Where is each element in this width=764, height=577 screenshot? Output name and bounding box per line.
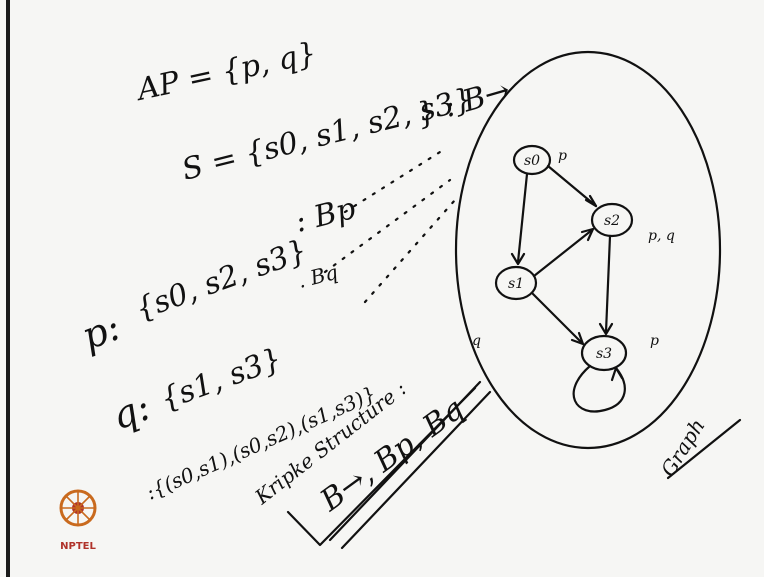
- graph-node-s0: s0: [512, 144, 552, 176]
- p-label: p:: [76, 304, 126, 358]
- pointer-line-2: [340, 390, 492, 550]
- graph-node-s2: s2: [590, 202, 634, 238]
- dotted-connector-3: [363, 198, 457, 304]
- label-s1-q: q: [472, 333, 481, 349]
- self-loop-s3: [572, 364, 626, 413]
- graph-caption: Graph: [656, 414, 710, 480]
- arrowhead-s3-loop: [610, 366, 624, 382]
- svg-text:s2: s2: [604, 213, 620, 229]
- label-s3-p: p: [650, 333, 659, 349]
- graph-enclosure: [454, 50, 722, 450]
- graph-edges: [510, 164, 626, 413]
- edge-s0-s2: [546, 164, 598, 208]
- nptel-wordmark: NPTEL: [60, 541, 96, 552]
- arrowhead-s0-s1: [510, 252, 526, 266]
- dotted-connector-1: [343, 150, 442, 214]
- label-s2-pq: p, q: [648, 228, 675, 244]
- arrowhead-s1-s3: [570, 331, 585, 346]
- q-label: q:: [106, 384, 156, 438]
- svg-text:s3: s3: [596, 346, 612, 362]
- label-s0-p: p: [558, 148, 567, 164]
- graph-node-s1: s1: [494, 265, 538, 301]
- dotted-connector-2: [323, 178, 452, 274]
- edge-s0-s1: [516, 172, 529, 264]
- edge-s2-s3: [604, 234, 612, 334]
- svg-text:s1: s1: [508, 276, 524, 292]
- edge-s1-s2: [532, 228, 594, 278]
- arrowhead-s2-s3: [598, 322, 614, 336]
- edge-s1-s3: [531, 292, 584, 345]
- pointer-line-1: [328, 380, 482, 542]
- graph-node-s3: s3: [580, 334, 628, 372]
- ap-set: AP = {p, q}: [131, 36, 319, 109]
- bp-label: : Bp: [291, 191, 359, 240]
- svg-text:s0: s0: [524, 153, 540, 169]
- p-set: {s0, s2, s3}: [131, 233, 312, 327]
- arrowhead-s0-s2: [584, 194, 598, 208]
- arrowhead-s1-s2: [580, 227, 595, 242]
- nptel-logo: NPTEL: [59, 489, 97, 552]
- graph-caption-underline: [666, 418, 742, 480]
- q-set: {s1, s3}: [156, 341, 287, 417]
